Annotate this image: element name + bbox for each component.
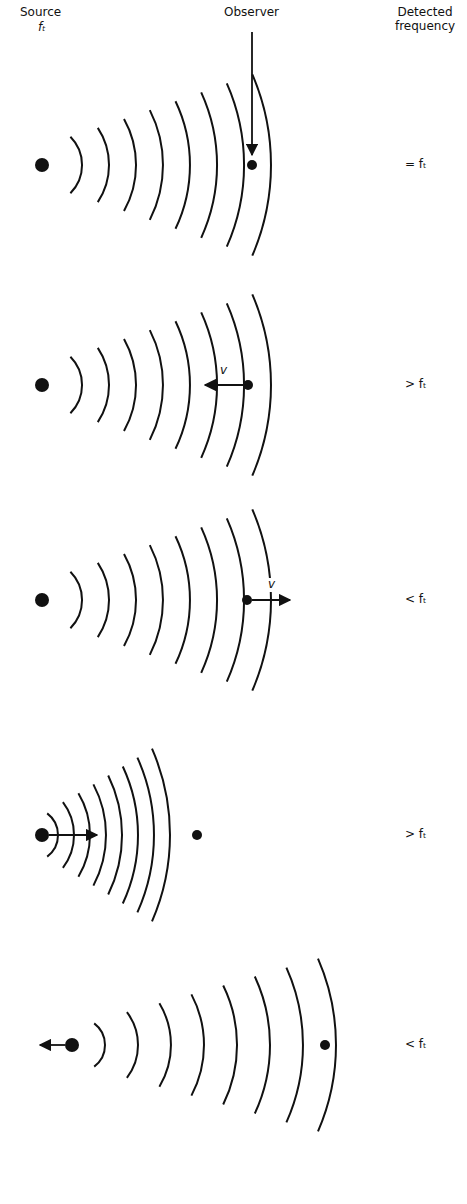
observer-pointer [251,32,253,155]
wavefront-arc [124,339,136,431]
observer-dot [242,595,252,605]
detected-frequency-heading: Detected frequency [388,6,462,34]
wavefront-arc [255,977,270,1114]
frequency-symbol: fₜ [38,21,46,35]
velocity-arrow [49,834,97,836]
wavefront-arc [70,572,82,628]
velocity-label: v [266,578,277,592]
wavefront-arc [159,1003,171,1086]
source-dot [65,1038,79,1052]
wavefront-arc [94,1023,105,1066]
wavefront-arc [108,776,122,895]
wavefront-arc [98,128,109,202]
wavefront-arc [227,518,244,681]
observer-dot [320,1040,330,1050]
wavefront-arc [176,321,190,449]
wavefront-arc [123,767,138,904]
wavefront-arc [176,536,190,664]
wavefront-arc [286,968,303,1123]
wavefront-arc [227,83,244,246]
wavefront-arc [150,545,163,655]
wavefront-arc [176,101,190,229]
wavefront-arc [191,994,204,1095]
wavefront-arc [98,348,109,422]
wavefront-arc [124,554,136,646]
velocity-arrow [252,599,290,601]
detected-value: = fₜ [405,158,427,172]
source-dot [35,378,49,392]
source-dot [35,828,49,842]
detected-value: > fₜ [405,378,427,392]
wavefront-arc [70,357,82,413]
velocity-arrow [205,384,244,386]
wavefront-arc [124,119,136,211]
wavefront-arc [150,330,163,440]
wavefront-arc [127,1012,138,1078]
wavefront-arc [150,110,163,220]
wavefront-arc [201,527,217,673]
detected-value: < fₜ [405,1038,427,1052]
source-dot [35,593,49,607]
wavefront-arc [223,986,237,1105]
wavefront-arc [70,137,82,193]
source-heading: Source [20,6,61,20]
observer-dot [247,160,257,170]
velocity-label: v [218,364,229,378]
detected-value: > fₜ [405,828,427,842]
source-dot [35,158,49,172]
observer-dot [243,380,253,390]
wavefront-arc [318,959,336,1132]
velocity-arrow [40,1044,65,1046]
observer-dot [192,830,202,840]
detected-value: < fₜ [405,593,427,607]
wavefront-arc [98,563,109,637]
observer-heading: Observer [224,6,279,20]
wavefront-arc [152,749,170,922]
wavefront-arc [252,294,271,475]
wavefront-arc [201,92,217,238]
wavefront-arc [137,758,154,913]
